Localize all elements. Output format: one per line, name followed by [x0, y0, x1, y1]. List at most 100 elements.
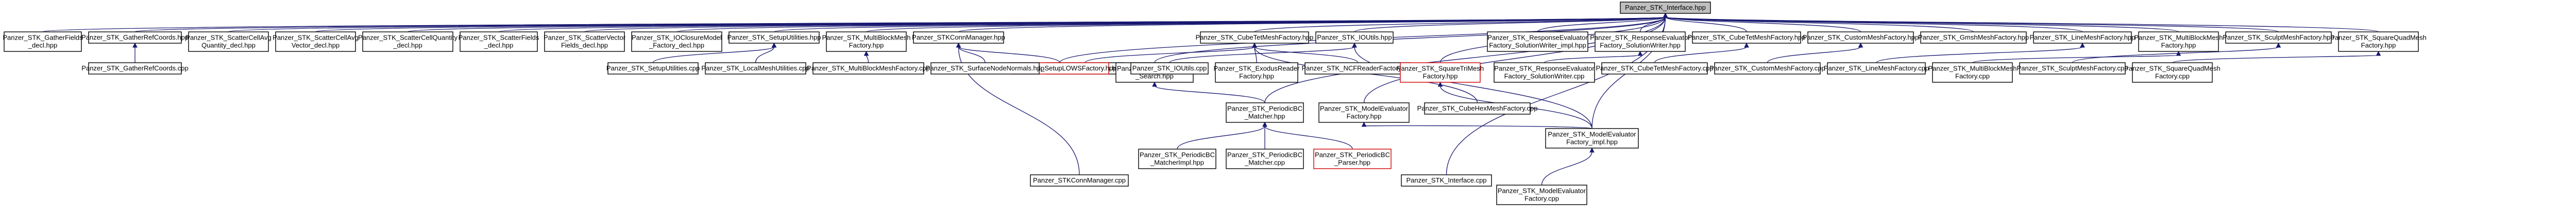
node-stk-interface-cpp[interactable]: Panzer_STK_Interface.cpp: [1401, 174, 1492, 187]
node-label: Panzer_STKConnManager.hpp: [912, 33, 1005, 41]
node-label: Panzer_STK_CubeTetMeshFactory.hpp: [1688, 33, 1806, 41]
node-box: [544, 31, 625, 52]
graph-edges: [42, 12, 2381, 186]
node-label: Panzer_STK_LineMeshFactory.cpp: [1824, 64, 1929, 72]
node-label: Panzer_STK_SquareQuadMesh: [2124, 65, 2220, 72]
arrowhead-gather_ref_coords_cpp-to-gather_ref_coords: [132, 42, 138, 48]
node-periodicbc-matcher-cpp[interactable]: Panzer_STK_PeriodicBC_Matcher.cpp: [1226, 149, 1304, 169]
node-gather-ref-coords[interactable]: Panzer_STK_GatherRefCoords.hpp: [81, 31, 189, 44]
node-box: [631, 31, 722, 52]
node-label: Panzer_STK_ExodusReader: [1214, 65, 1300, 72]
node-label: Factory.cpp: [1955, 72, 1990, 80]
node-io-closure-model[interactable]: Panzer_STK_IOClosureModel_Factory_decl.h…: [631, 31, 722, 52]
node-cube-tet-mesh-cpp[interactable]: Panzer_STK_CubeTetMeshFactory.cpp: [1596, 62, 1714, 75]
node-model-evaluator-factory-impl[interactable]: Panzer_STK_ModelEvaluatorFactory_impl.hp…: [1545, 128, 1639, 149]
node-label: Factory_impl.hpp: [1566, 138, 1618, 146]
node-label: Factory.cpp: [2155, 72, 2190, 80]
node-scatter-cell-avg-quantity[interactable]: Panzer_STK_ScatterCellAvgQuantity_decl.h…: [185, 31, 272, 52]
node-label: Panzer_STK_SculptMeshFactory.cpp: [2017, 64, 2128, 72]
node-box: [812, 62, 924, 75]
node-label: Panzer_STK_CubeHexMeshFactory.cpp: [1417, 104, 1538, 112]
node-gmsh-mesh[interactable]: Panzer_STK_GmshMeshFactory.hpp: [1918, 31, 2029, 44]
node-label: Panzer_STK_ScatterCellAvg: [185, 34, 272, 42]
node-line-mesh[interactable]: Panzer_STK_LineMeshFactory.hpp: [2030, 31, 2136, 44]
node-label: Panzer_STK_LineMeshFactory.hpp: [2030, 33, 2136, 41]
node-label: Factory_SolutionWriter_impl.hpp: [1489, 42, 1586, 49]
node-custom-mesh[interactable]: Panzer_STK_CustomMeshFactory.hpp: [1803, 31, 1919, 44]
node-label: Factory.hpp: [1423, 72, 1458, 80]
node-label: Panzer_STK_LocalMeshUtilities.cpp: [701, 64, 809, 72]
node-cubit-io[interactable]: Panzer_STK_CubeTetMeshFactory.hpp: [1196, 31, 1314, 44]
node-label: Panzer_STK_MultiBlockMesh: [2134, 34, 2223, 42]
node-cube-tet-mesh[interactable]: Panzer_STK_CubeTetMeshFactory.hpp: [1688, 31, 1806, 44]
node-multiblock-mesh-cpp[interactable]: Panzer_STK_MultiBlockMeshFactory.cpp: [1928, 62, 2017, 83]
node-scatter-cell-quantity[interactable]: Panzer_STK_ScatterCellQuantity_decl.hpp: [358, 31, 457, 52]
node-multiblock-mesh[interactable]: Panzer_STK_MultiBlockMeshFactory.hpp: [2134, 31, 2223, 52]
node-setup-util[interactable]: Panzer_STK_SetupUtilities.hpp: [727, 31, 821, 44]
node-periodicbc-matcher[interactable]: Panzer_STK_PeriodicBC_Matcher.hpp: [1226, 102, 1304, 123]
edge-model_evaluator_factory_cpp-to-model_evaluator_factory_impl: [1541, 151, 1592, 186]
node-label: Panzer_STK_GatherFields: [3, 34, 83, 42]
node-label: Panzer_STK_SculptMeshFactory.hpp: [2223, 33, 2334, 41]
edge-model_evaluator_factory_impl-to-model_evaluator_factory: [1363, 125, 1592, 129]
node-box: [2138, 31, 2219, 52]
node-box: [930, 62, 1040, 75]
node-label: Panzer_STK_IOClosureModel: [632, 34, 722, 42]
node-ncf-reader[interactable]: Panzer_STK_NCFReaderFactory.hpp: [1302, 62, 1414, 75]
node-response-eval-solution-h[interactable]: Panzer_STK_ResponseEvaluatorFactory_Solu…: [1590, 31, 1690, 52]
node-cubit-io-cpp[interactable]: Panzer_STK_CubeHexMeshFactory.cpp: [1417, 102, 1538, 115]
arrowhead-cubit_io_cpp-to-cubit_io: [1252, 42, 1257, 48]
node-setup-util-cpp[interactable]: Panzer_STK_SetupUtilities.cpp: [606, 62, 700, 75]
node-multiblock-factory-cpp[interactable]: Panzer_STK_MultiBlockMeshFactory.cpp: [807, 62, 930, 75]
node-gather-fields[interactable]: Panzer_STK_GatherFields_decl.hpp: [3, 31, 83, 52]
node-label: Panzer_STK_PeriodicBC: [1315, 151, 1390, 159]
node-label: Panzer_STK_SetupUtilities.hpp: [727, 33, 821, 41]
edge-multiblock_factory_cpp-to-multiblock_factory: [866, 55, 869, 63]
edge-multiblock_mesh_cpp-to-multiblock_mesh: [1972, 55, 2179, 63]
edge-custom_mesh-to-root: [1665, 16, 1861, 32]
node-response-eval-cpp[interactable]: Panzer_STK_ResponseEvaluatorFactory_Solu…: [1494, 62, 1595, 83]
node-scatter-fields[interactable]: Panzer_STK_ScatterFields_decl.hpp: [459, 31, 539, 52]
node-label: Panzer_STK_MultiBlockMesh: [822, 34, 911, 42]
node-label: Panzer_STK_SetupUtilities.cpp: [606, 64, 700, 72]
edge-io_utils-to-root: [1354, 16, 1666, 32]
node-line-mesh-cpp[interactable]: Panzer_STK_LineMeshFactory.cpp: [1824, 62, 1929, 75]
node-conn-manager[interactable]: Panzer_STKConnManager.hpp: [912, 31, 1005, 44]
node-box: [913, 31, 1004, 44]
node-box: [1920, 31, 2027, 44]
node-local-mesh-utils[interactable]: Panzer_STK_LocalMeshUtilities.cpp: [701, 62, 810, 75]
node-label: Panzer_STK_GmshMeshFactory.hpp: [1918, 33, 2029, 41]
node-io-utils-cpp[interactable]: Panzer_STK_IOUtils.cpp: [1130, 62, 1209, 75]
node-label: Panzer_STK_PeriodicBC: [1227, 105, 1302, 113]
node-gather-ref-coords-cpp[interactable]: Panzer_STK_GatherRefCoords.cpp: [81, 62, 189, 75]
node-sculpt-mesh[interactable]: Panzer_STK_SculptMeshFactory.hpp: [2223, 31, 2334, 44]
node-custom-mesh-cpp[interactable]: Panzer_STK_CustomMeshFactory.cpp: [1709, 62, 1825, 75]
node-root[interactable]: Panzer_STK_Interface.hpp: [1620, 2, 1711, 14]
node-label: _Parser.hpp: [1334, 159, 1370, 167]
node-sculpt-mesh-cpp[interactable]: Panzer_STK_SculptMeshFactory.cpp: [2017, 62, 2128, 75]
node-io-utils[interactable]: Panzer_STK_IOUtils.hpp: [1315, 31, 1394, 44]
node-box: [1932, 62, 2013, 83]
node-box: [1130, 62, 1209, 75]
node-label: Panzer_STK_ScatterFields: [459, 34, 539, 42]
edge-model_evaluator_factory_impl-to-io_utils: [1354, 46, 1592, 129]
edge-response_eval_solution-to-root: [1537, 16, 1666, 32]
node-box: [1226, 102, 1304, 123]
node-conn-manager-cpp[interactable]: Panzer_STKConnManager.cpp: [1030, 174, 1129, 187]
edge-square_quad_mesh_cpp-to-square_quad_mesh: [2172, 55, 2379, 63]
node-surface-node-normals[interactable]: Panzer_STK_SurfaceNodeNormals.hpp: [926, 62, 1045, 75]
node-box: [88, 31, 182, 44]
node-periodicbc-matcher-impl[interactable]: Panzer_STK_PeriodicBC_MatcherImpl.hpp: [1138, 149, 1216, 169]
node-periodicbc-parser[interactable]: Panzer_STK_PeriodicBC_Parser.hpp: [1313, 149, 1392, 169]
node-multiblock-factory[interactable]: Panzer_STK_MultiBlockMeshFactory.hpp: [822, 31, 911, 52]
node-response-eval-solution[interactable]: Panzer_STK_ResponseEvaluatorFactory_Solu…: [1487, 31, 1588, 52]
